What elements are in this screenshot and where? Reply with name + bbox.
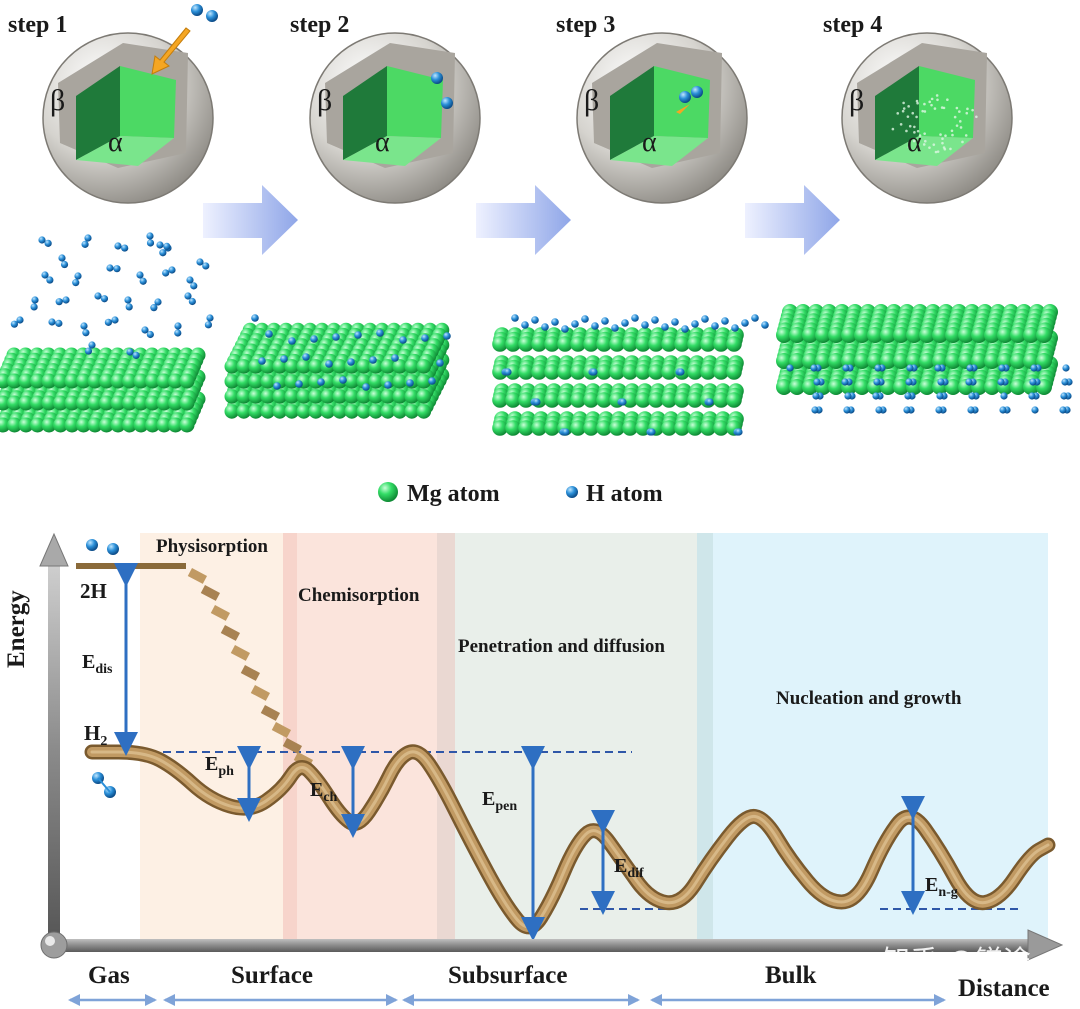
step-2: step 2 β α (290, 12, 480, 203)
beta-phase-label: β (584, 84, 599, 117)
bulk-span (650, 994, 946, 1006)
atomic-lattices (0, 232, 1073, 435)
beta-phase-label: β (849, 84, 864, 117)
subsurface-label: Subsurface (448, 962, 567, 989)
step-3: step 3 β α (556, 12, 747, 203)
y-axis-arrowhead (40, 534, 68, 566)
process-arrow-3 (745, 185, 840, 255)
process-arrows (203, 185, 840, 255)
surface-span (163, 994, 398, 1006)
mg-legend-label: Mg atom (407, 481, 500, 507)
step-label: step 3 (556, 12, 615, 38)
step-label: step 4 (823, 12, 882, 38)
h-atom (679, 91, 691, 103)
h-atom (431, 72, 443, 84)
beta-phase-label: β (317, 84, 332, 117)
step-label: step 2 (290, 12, 349, 38)
beta-phase-label: β (50, 84, 65, 117)
subsurface-span (402, 994, 640, 1006)
h2-gas-molecules (11, 232, 214, 359)
bulk-label: Bulk (765, 962, 817, 989)
alpha-phase-label: α (108, 127, 123, 158)
h-atom (191, 4, 203, 16)
h-legend-icon (566, 486, 578, 498)
step-label: step 1 (8, 12, 67, 38)
h-atom (206, 10, 218, 22)
lattice-step-3 (492, 327, 744, 436)
y-axis (48, 560, 60, 945)
nucleation-label: Nucleation and growth (776, 688, 962, 709)
h-atom (441, 97, 453, 109)
process-arrow-1 (203, 185, 298, 255)
h-legend-label: H atom (586, 481, 663, 507)
y-axis-label: Energy (3, 590, 30, 668)
axis-origin (41, 932, 67, 958)
chemisorption-label: Chemisorption (298, 585, 420, 606)
nucleation-region (713, 533, 1048, 943)
penetration-label: Penetration and diffusion (458, 636, 665, 657)
x-axis-label: Distance (958, 975, 1050, 1002)
gas-span (68, 994, 157, 1006)
h-atom (691, 86, 703, 98)
step-spheres: step 1 β α step 2 β α step 3 β α step 4 β α (8, 4, 1012, 203)
lattice-step-1 (0, 348, 206, 433)
two-h-level-label: 2H (80, 579, 107, 603)
alpha-phase-label: α (375, 127, 390, 158)
surface-label: Surface (231, 962, 313, 989)
e-dis-label: Edis (82, 651, 113, 677)
process-arrow-2 (476, 185, 571, 255)
alpha-phase-label: α (642, 127, 657, 158)
alpha-phase-label: α (907, 127, 922, 158)
mg-legend-icon (378, 482, 398, 502)
gas-label: Gas (88, 962, 130, 989)
physisorption-label: Physisorption (156, 536, 268, 557)
h2-level-label: H2 (84, 721, 107, 749)
step-4: step 4 β α (823, 12, 1012, 203)
watermark: 知乎 @镁途 (882, 944, 1031, 977)
category-spans (68, 994, 946, 1006)
atom-legend: Mg atom H atom (378, 481, 663, 507)
